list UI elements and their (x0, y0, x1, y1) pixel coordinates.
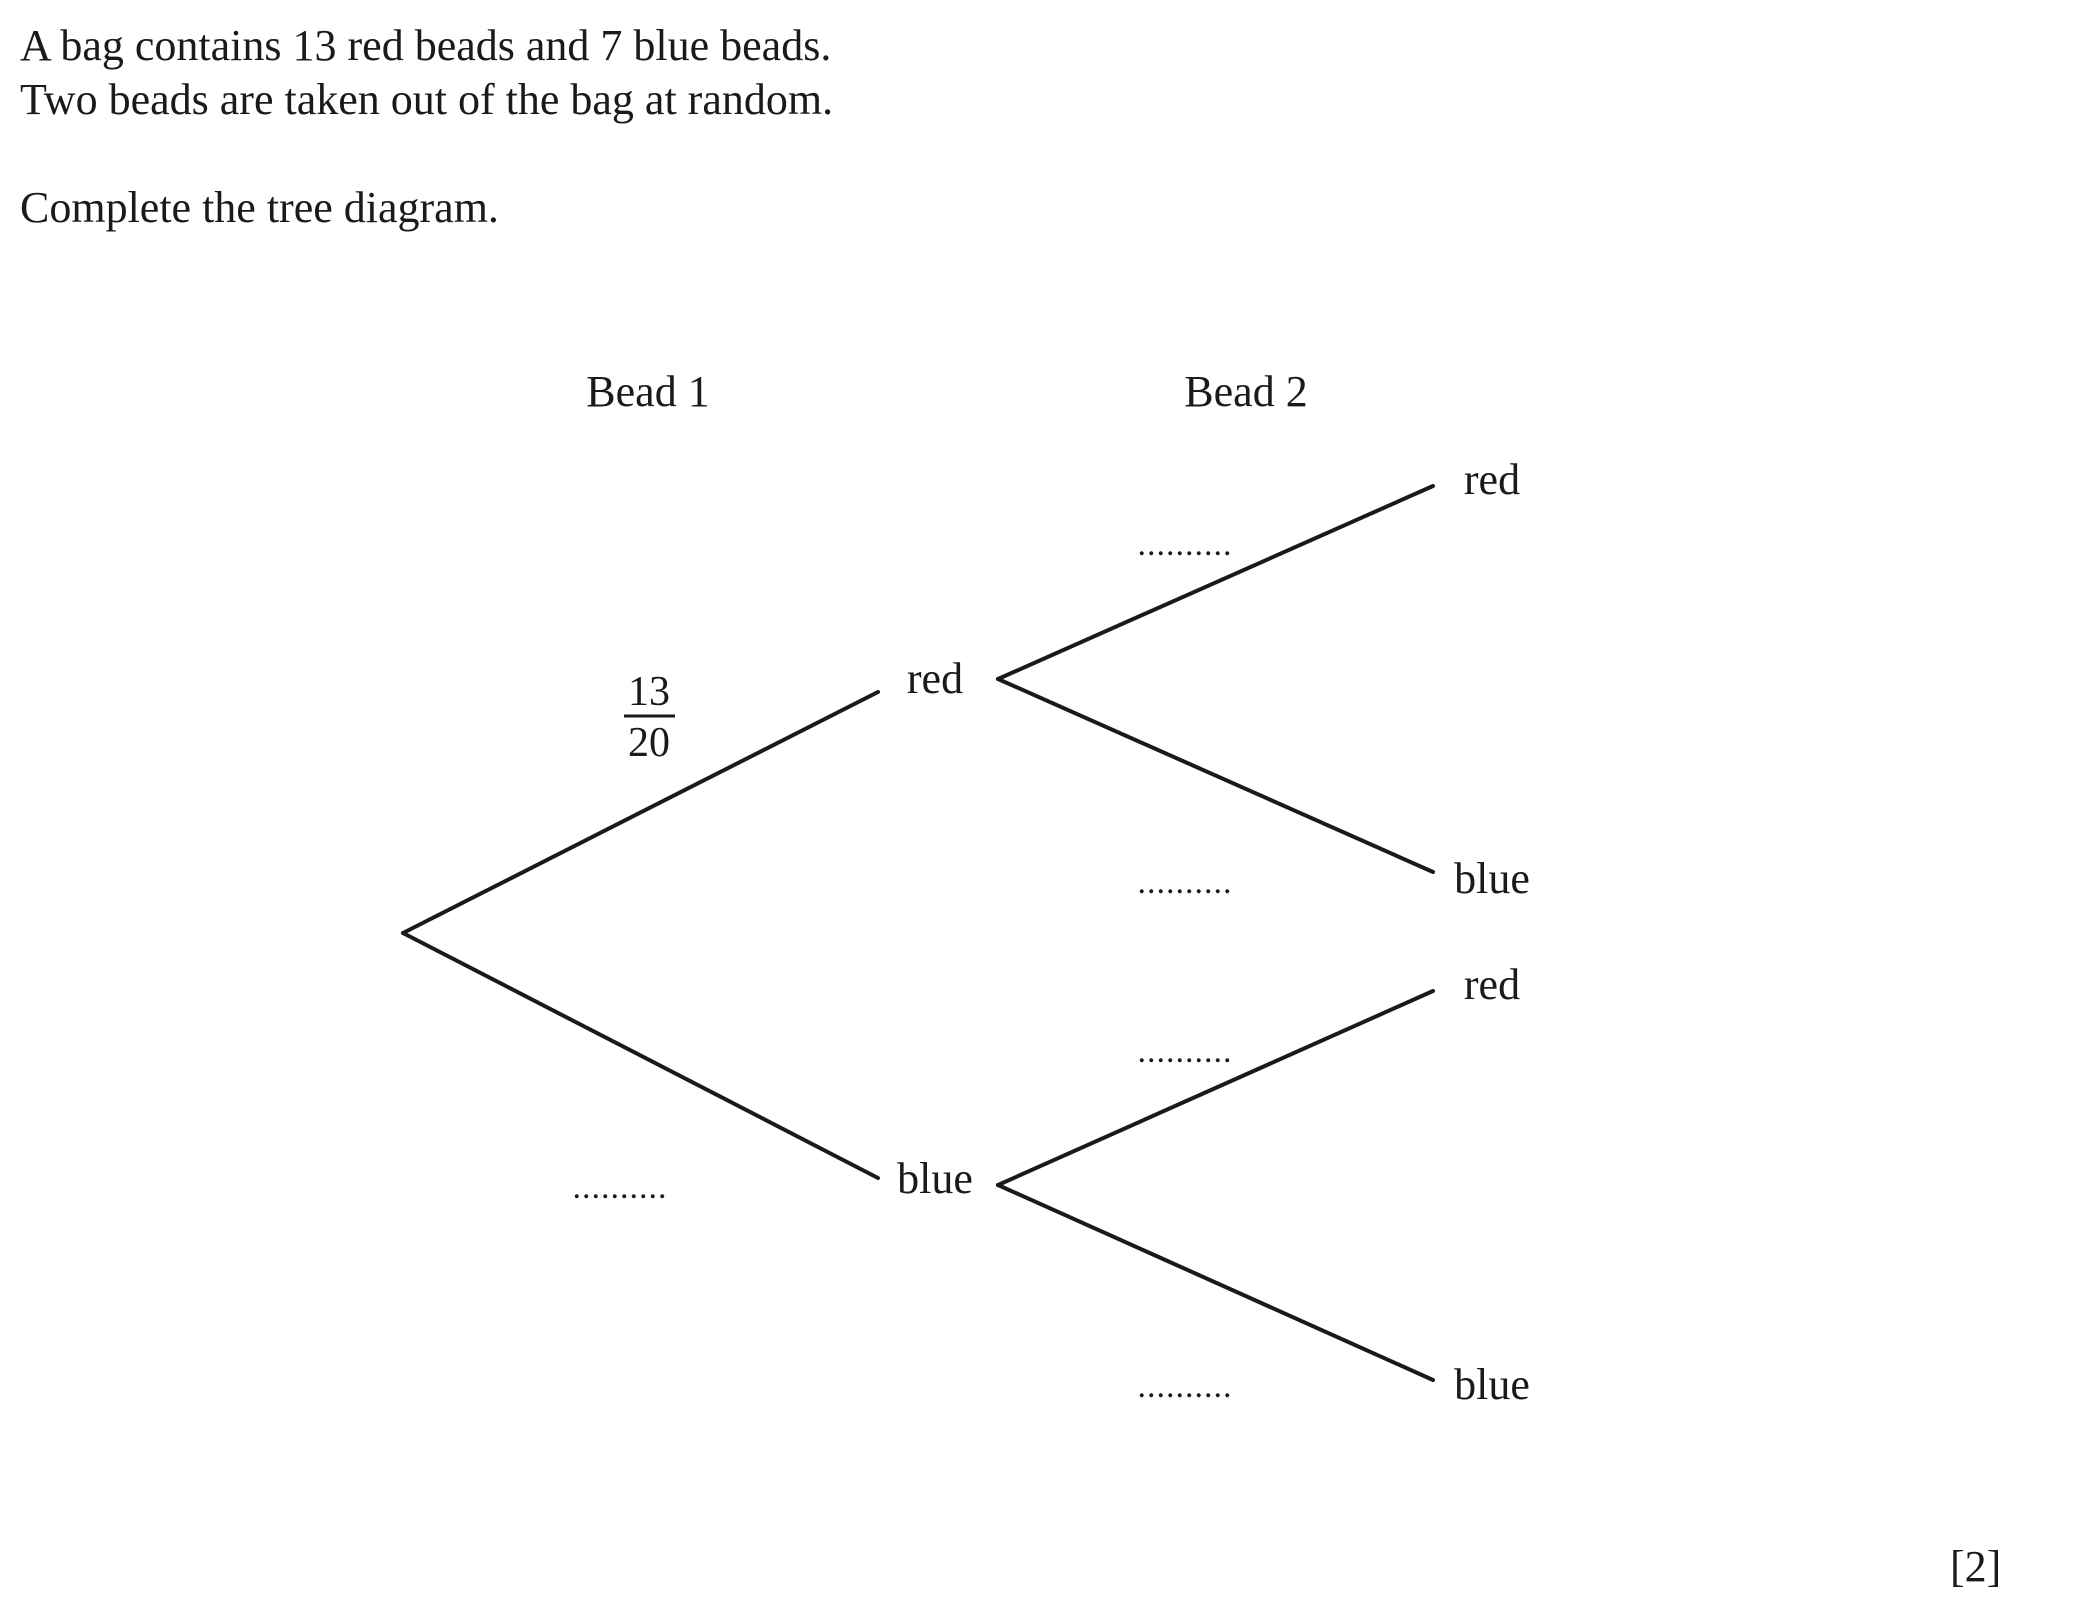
marks-indicator: [2] (1950, 1542, 2002, 1591)
red-then-blue-label: blue (1454, 854, 1530, 903)
blue-then-blue-label: blue (1454, 1360, 1530, 1409)
branch-blue-then-blue (996, 1183, 1435, 1382)
bead-1-header: Bead 1 (586, 367, 709, 416)
bead1-red-label: red (907, 654, 963, 703)
branch-red-then-blue (996, 677, 1435, 874)
bead1-blue-probability-blank[interactable]: .......... (573, 1169, 668, 1206)
bead1-red-probability: 13 20 (624, 669, 675, 766)
bead1-blue-label: blue (897, 1154, 973, 1203)
question-line-2: Two beads are taken out of the bag at ra… (20, 75, 834, 124)
fraction-denominator: 20 (628, 720, 670, 766)
question-instruction: Complete the tree diagram. (20, 183, 499, 232)
fraction-numerator: 13 (628, 669, 670, 715)
branch-red-then-red (996, 484, 1435, 681)
red-then-blue-blank[interactable]: .......... (1138, 864, 1233, 901)
red-then-red-blank[interactable]: .......... (1138, 526, 1233, 563)
branch-blue-then-red (996, 989, 1435, 1187)
blue-then-blue-blank[interactable]: .......... (1138, 1368, 1233, 1405)
bead-2-header: Bead 2 (1184, 367, 1307, 416)
blue-then-red-label: red (1464, 960, 1520, 1009)
red-then-red-label: red (1464, 455, 1520, 504)
branch-bead1-red (401, 690, 880, 935)
question-line-1: A bag contains 13 red beads and 7 blue b… (20, 21, 832, 70)
branch-bead1-blue (401, 931, 880, 1180)
blue-then-red-blank[interactable]: .......... (1138, 1033, 1233, 1070)
